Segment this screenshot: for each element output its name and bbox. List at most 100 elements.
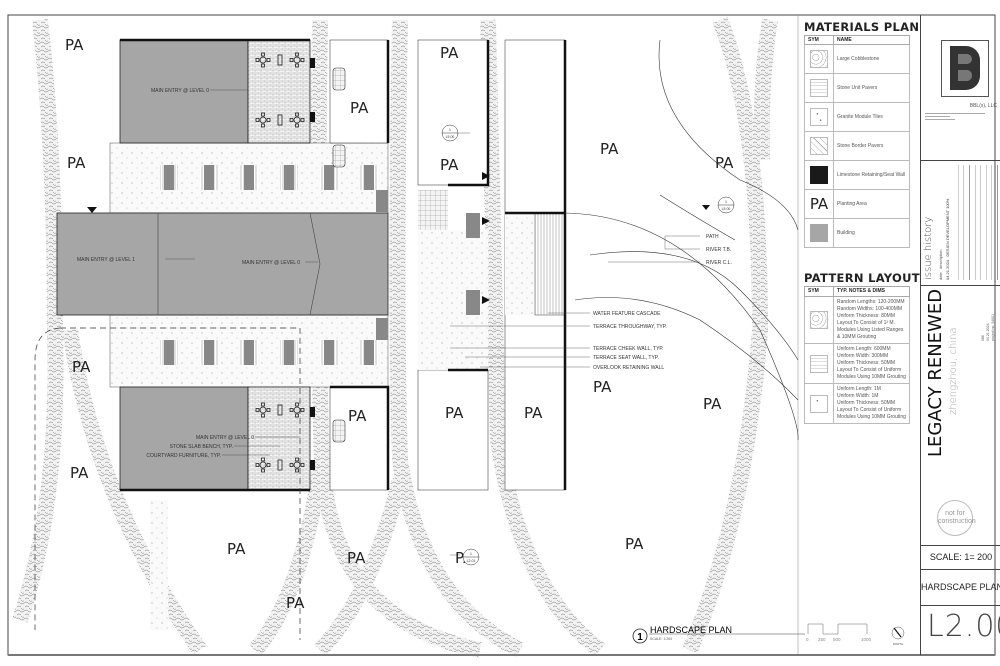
note-stone-slab-bench: STONE SLAB BENCH, TYP.	[170, 444, 233, 450]
bench-icon	[277, 114, 283, 126]
svg-text:0: 0	[806, 637, 809, 642]
scale-bar-labels: 0 250 500 1000	[806, 637, 872, 642]
table-chairs-icon	[255, 402, 271, 418]
planting-area-label: PA	[227, 540, 246, 558]
planting-area-labels: PAPAPAPAPAPAPAPAPAPAPAPAPAPAPAPAPAPAPA	[65, 36, 734, 612]
planting-area-label: PA	[347, 549, 366, 567]
table-chairs-icon	[289, 457, 305, 473]
title-block: BBL(x), LLC issue history date descripti…	[920, 15, 1000, 655]
section-callouts: 1 L5.00 1 L5.00 1 L2.01	[441, 124, 735, 566]
bench-icon	[277, 404, 283, 416]
path-b	[389, 19, 524, 658]
seat-wall	[324, 165, 334, 190]
seat-wall	[324, 340, 334, 365]
sheet-number: L2.00	[927, 609, 1000, 644]
drawing-notes: MAIN ENTRY @ LEVEL 0 MAIN ENTRY @ LEVEL …	[77, 88, 732, 459]
svg-text:1000: 1000	[861, 637, 872, 642]
north-arrow-icon	[891, 626, 905, 640]
leader-lines	[165, 89, 700, 556]
courtyard-bottom	[247, 386, 311, 491]
table-chairs-icon	[289, 112, 305, 128]
seat-wall	[364, 165, 374, 190]
building-top	[119, 39, 249, 144]
section-callout[interactable]: 1 L2.01	[462, 548, 480, 566]
stone-unit-paver-swatch	[810, 79, 828, 97]
svg-text:L2.01: L2.01	[467, 559, 476, 563]
path-river	[682, 17, 769, 654]
path-e	[314, 478, 408, 656]
building-main	[56, 212, 389, 316]
note-water-feature: WATER FEATURE CASCADE	[593, 311, 661, 317]
sheet-scale: SCALE: 1= 200	[929, 552, 993, 562]
scale-bar	[807, 623, 868, 635]
project-location: zhengzhou, china	[948, 327, 959, 415]
planting-area-label: PA	[72, 358, 91, 376]
retaining-walls	[120, 38, 567, 492]
path-c	[480, 19, 605, 657]
table-chairs-icon	[255, 112, 271, 128]
note-terrace-cheek: TERRACE CHEEK WALL, TYP.	[593, 346, 663, 352]
planting-area-label: PA	[445, 404, 464, 422]
svg-text:1: 1	[449, 128, 451, 132]
note-main-entry-l0-bottom: MAIN ENTRY @ LEVEL 0	[196, 435, 254, 441]
seat-wall	[284, 165, 294, 190]
project-meta: 086 04.21.2024 project no. 24001	[981, 313, 995, 341]
note-main-entry-l0-mid: MAIN ENTRY @ LEVEL 0	[242, 260, 300, 266]
svg-text:L5.00: L5.00	[446, 135, 455, 139]
planting-area-label: PA	[350, 99, 369, 117]
note-path: PATH	[706, 234, 719, 240]
boundary-dashed	[34, 327, 301, 640]
granite-tile-swatch	[810, 108, 828, 126]
pattern-layout-title: PATTERN LAYOUT	[804, 271, 920, 285]
note-river-tb: RIVER T.B.	[706, 247, 731, 253]
seat-wall	[164, 165, 174, 190]
terrace-stripes	[160, 165, 378, 365]
water-feature-cascade	[534, 212, 566, 316]
firm-address-lines	[925, 111, 985, 122]
section-callout[interactable]: 1 L5.00	[441, 124, 459, 142]
direction-arrows	[87, 172, 710, 304]
seat-wall	[244, 340, 254, 365]
path-d	[248, 468, 328, 656]
cobblestone-paths	[12, 17, 778, 658]
table-chairs-icon	[255, 457, 271, 473]
bench-icon	[277, 54, 283, 66]
planting-area-label: PA	[703, 395, 722, 413]
planting-area-label: PA	[524, 404, 543, 422]
bench-icon	[277, 459, 283, 471]
river-lines	[564, 39, 799, 441]
cobblestone-swatch	[810, 50, 828, 68]
planting-area-label: PA	[440, 156, 459, 174]
issue-history-columns: date description	[938, 249, 943, 280]
drawing-title-tag: 1 HARDSCAPE PLAN SCALE: 1:200 0 250 500 …	[632, 623, 905, 646]
issue-history-title: issue history	[923, 216, 934, 280]
planting-area-label: PA	[67, 154, 86, 172]
courtyard-top	[247, 39, 311, 144]
table-chairs-icon	[289, 52, 305, 68]
seat-wall	[204, 340, 214, 365]
seat-wall	[364, 340, 374, 365]
planting-area-label: PA	[70, 464, 89, 482]
planting-area-label: PA	[348, 407, 367, 425]
issue-row: 04.21.2024 DESIGN DEVELOPMENT 100%	[945, 198, 950, 280]
path-left-curve	[62, 328, 207, 655]
svg-text:1: 1	[470, 552, 472, 556]
planting-area-label: PA	[600, 140, 619, 158]
drawing-title: HARDSCAPE PLAN	[650, 625, 732, 635]
seat-wall	[244, 165, 254, 190]
svg-text:500: 500	[833, 637, 841, 642]
firm-logo	[941, 40, 989, 97]
drawing-scale: SCALE: 1:200	[650, 637, 672, 641]
border-paver-swatch	[810, 137, 828, 155]
building-bottom	[119, 386, 249, 491]
seat-wall	[204, 165, 214, 190]
note-river-cl: RIVER C.L.	[706, 260, 732, 266]
section-callout[interactable]: 1 L5.00	[717, 196, 735, 214]
materials-plan-title: MATERIALS PLAN	[804, 20, 920, 34]
table-chairs-icon	[255, 52, 271, 68]
sheet-title: HARDSCAPE PLAN	[921, 582, 1000, 592]
